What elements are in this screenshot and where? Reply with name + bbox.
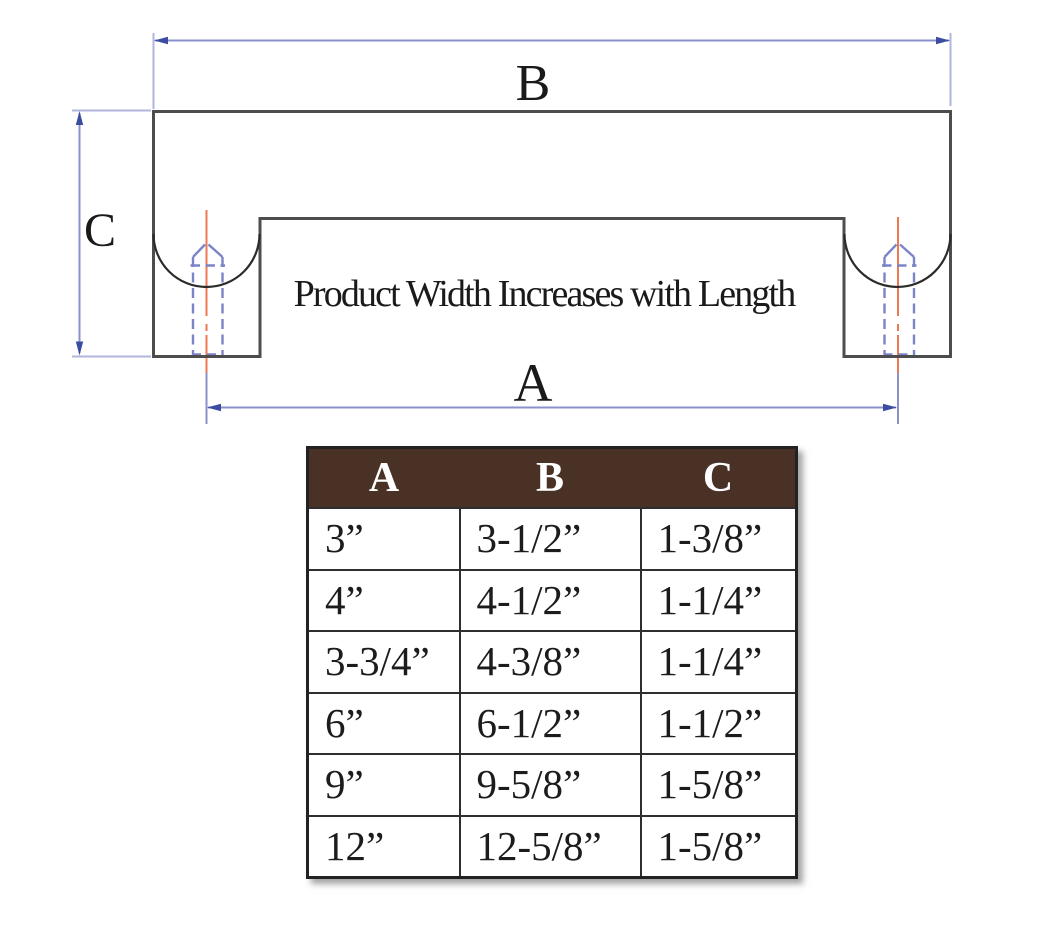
svg-text:B: B — [516, 55, 551, 112]
svg-text:C: C — [84, 204, 116, 257]
svg-text:Product Width Increases with L: Product Width Increases with Length — [294, 273, 797, 315]
svg-text:A: A — [514, 353, 553, 413]
